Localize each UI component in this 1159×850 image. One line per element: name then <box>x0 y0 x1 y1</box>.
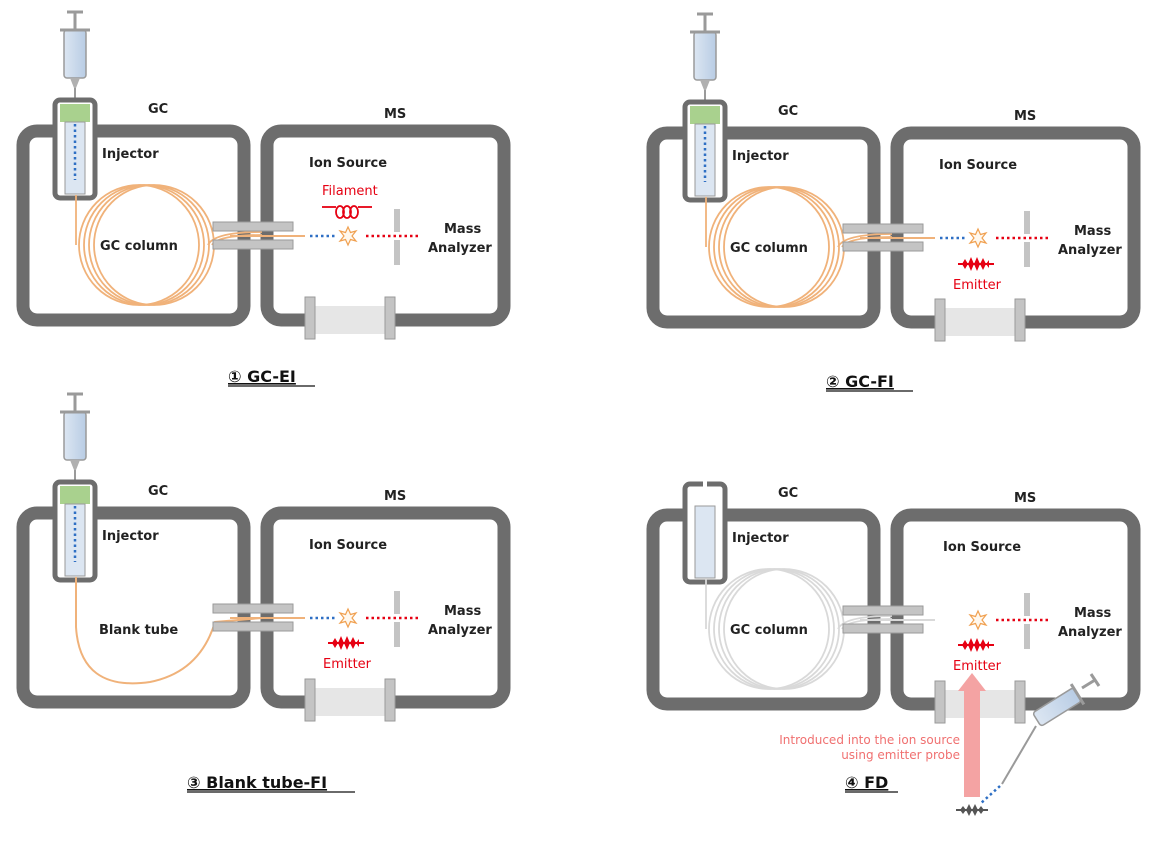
blank-tube-label: Blank tube <box>99 623 178 638</box>
bottom-port <box>304 296 396 340</box>
panel-caption: ③ Blank tube-FI <box>187 773 327 792</box>
emitter-icon <box>328 636 364 650</box>
analyzer-slit-top <box>1024 593 1030 616</box>
analyzer-label: Analyzer <box>428 623 492 638</box>
bottom-port <box>934 298 1026 342</box>
gc-column-coil <box>75 184 263 306</box>
mass-label: Mass <box>1074 606 1111 621</box>
emitter-label: Emitter <box>953 659 1002 674</box>
transfer-line <box>212 603 305 632</box>
panel-fd: GC MS Injector GC column <box>646 480 1141 816</box>
probe-note-line2: using emitter probe <box>841 748 960 762</box>
ms-label: MS <box>1014 109 1036 124</box>
emitter-label: Emitter <box>953 278 1002 293</box>
ionization-burst-icon <box>338 607 358 629</box>
emitter-icon <box>958 638 994 652</box>
analyzer-slit-top <box>1024 211 1030 234</box>
injector <box>682 99 728 203</box>
emitter-label: Emitter <box>323 657 372 672</box>
mass-label: Mass <box>444 604 481 619</box>
panel-blank-tube-fi: GC MS Injector Blank tube <box>16 392 511 793</box>
injector-label: Injector <box>102 147 159 162</box>
injector <box>52 97 98 201</box>
gc-column-coil <box>705 186 893 308</box>
analyzer-slit-bottom <box>394 240 400 265</box>
gc-label: GC <box>778 104 798 119</box>
injector-label: Injector <box>102 529 159 544</box>
filament-label: Filament <box>322 184 378 199</box>
mass-label: Mass <box>1074 224 1111 239</box>
emitter-icon <box>958 257 994 271</box>
emitter-wire-icon <box>956 804 988 816</box>
syringe-icon <box>60 10 90 100</box>
injector-label: Injector <box>732 149 789 164</box>
gc-label: GC <box>778 486 798 501</box>
ms-label: MS <box>384 489 406 504</box>
panel-gc-fi: GC MS Injector GC column <box>646 12 1141 392</box>
syringe-icon <box>1001 673 1101 785</box>
filament-icon <box>322 205 372 219</box>
panel-caption: ① GC-EI <box>228 367 296 386</box>
analyzer-label: Analyzer <box>428 241 492 256</box>
ion-source-label: Ion Source <box>943 540 1021 555</box>
probe-arrow-icon <box>958 673 986 797</box>
analyzer-slit-bottom <box>1024 624 1030 649</box>
panel-gc-ei: GC MS Injector GC col <box>16 10 511 387</box>
panel-caption: ② GC-FI <box>826 372 894 391</box>
blank-tube <box>75 577 263 685</box>
injector <box>682 480 728 585</box>
gc-column-label: GC column <box>100 239 178 254</box>
transfer-line <box>842 605 935 634</box>
transfer-line <box>212 221 305 250</box>
gc-label: GC <box>148 102 168 117</box>
analyzer-slit-top <box>394 209 400 232</box>
mass-label: Mass <box>444 222 481 237</box>
bottom-port <box>304 678 396 722</box>
analyzer-label: Analyzer <box>1058 625 1122 640</box>
analyzer-slit-top <box>394 591 400 614</box>
gc-column-label: GC column <box>730 241 808 256</box>
gc-label: GC <box>148 484 168 499</box>
ion-source-label: Ion Source <box>939 158 1017 173</box>
ms-label: MS <box>384 107 406 122</box>
analyzer-slit-bottom <box>1024 242 1030 267</box>
analyzer-slit-bottom <box>394 622 400 647</box>
panel-caption: ④ FD <box>845 773 888 792</box>
ionization-burst-icon <box>968 227 988 249</box>
ion-source-label: Ion Source <box>309 156 387 171</box>
probe-note-line1: Introduced into the ion source <box>779 733 960 747</box>
transfer-line <box>842 223 935 252</box>
syringe-icon <box>690 12 720 102</box>
syringe-icon <box>60 392 90 482</box>
analyzer-label: Analyzer <box>1058 243 1122 258</box>
ionization-burst-icon <box>968 609 988 631</box>
injector <box>52 479 98 583</box>
ms-label: MS <box>1014 491 1036 506</box>
gc-column-label: GC column <box>730 623 808 638</box>
ionization-burst-icon <box>338 225 358 247</box>
ion-source-label: Ion Source <box>309 538 387 553</box>
injector-label: Injector <box>732 531 789 546</box>
sample-drops <box>979 785 1001 805</box>
